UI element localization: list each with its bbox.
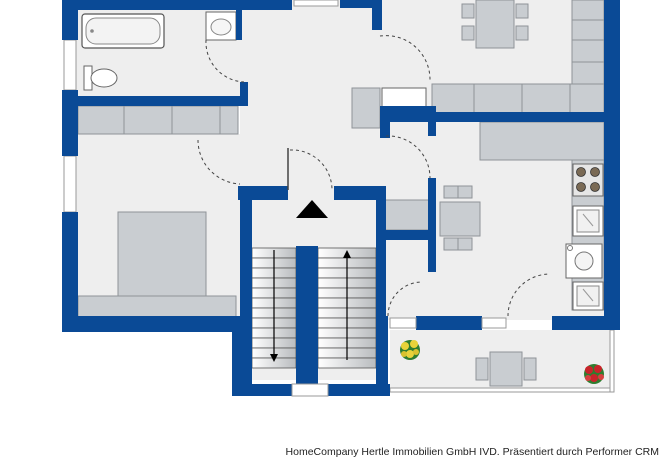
stove-icon xyxy=(572,163,604,197)
wardrobe-icon xyxy=(77,295,237,319)
toilet-icon xyxy=(83,65,118,91)
sink-2-icon xyxy=(572,281,604,311)
door-balcony-frame xyxy=(389,317,417,329)
sink-icon xyxy=(572,205,604,237)
bedroom-window xyxy=(63,155,77,213)
window-balcony xyxy=(481,317,507,329)
plant-icon xyxy=(400,340,420,360)
table-icon xyxy=(475,351,537,387)
copyright-credit: HomeCompany Hertle Immobilien GmbH IVD. … xyxy=(285,446,659,458)
table-mid-icon xyxy=(381,185,481,251)
washbasin-icon xyxy=(205,11,237,41)
stair-arrow-icon xyxy=(343,250,351,258)
entrance-arrow-icon xyxy=(296,200,328,218)
plant-2-icon xyxy=(584,364,604,384)
bathtub-icon xyxy=(81,13,165,49)
stair-arrow-down-icon xyxy=(270,354,278,362)
window-stairs xyxy=(291,383,329,397)
balcony-railing xyxy=(389,387,615,393)
walls xyxy=(62,0,620,396)
shelf-icon xyxy=(77,105,239,135)
door-swings xyxy=(197,35,551,317)
window-right xyxy=(612,0,620,120)
balcony-rail-right xyxy=(609,329,615,393)
window-top xyxy=(293,0,339,7)
appliance-icon xyxy=(565,243,603,279)
dining-table-icon xyxy=(461,0,529,49)
bath-window xyxy=(63,39,77,91)
